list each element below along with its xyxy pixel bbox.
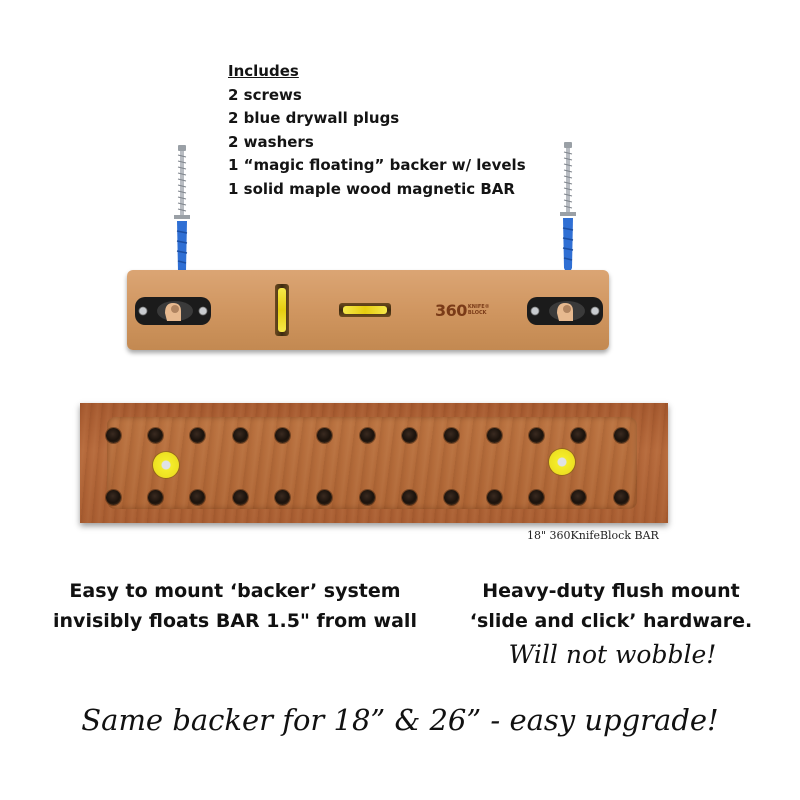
- magnet-hole: [232, 489, 248, 505]
- feature-line: Heavy-duty flush mount: [482, 580, 740, 602]
- screw-plug-right: [560, 142, 576, 276]
- magnet-hole: [571, 489, 587, 505]
- includes-item: 2 screws: [228, 85, 302, 104]
- magnet-hole: [190, 489, 206, 505]
- feature-backer-text: Easy to mount ‘backer’ system invisibly …: [30, 576, 440, 636]
- brand-logo: 360 KNIFE® BLOCK: [435, 300, 490, 320]
- magnet-hole: [528, 489, 544, 505]
- magnet-hole: [147, 427, 163, 443]
- screw-plug-left: [174, 145, 190, 279]
- horizontal-level: [339, 303, 391, 317]
- includes-item: 1 “magic floating” backer w/ levels: [228, 156, 526, 174]
- magnet-hole: [190, 427, 206, 443]
- magnet-hole: [317, 489, 333, 505]
- magnet-hole: [444, 489, 460, 505]
- magnet-hole: [401, 489, 417, 505]
- magnet-hole: [274, 489, 290, 505]
- includes-title: Includes: [228, 62, 299, 80]
- magnet-hole: [486, 489, 502, 505]
- bar-recess: [105, 417, 637, 509]
- magnet-hole: [571, 427, 587, 443]
- magnet-hole: [105, 427, 121, 443]
- magnet-hole: [147, 489, 163, 505]
- feature-hardware-text: Heavy-duty flush mount ‘slide and click’…: [452, 576, 770, 636]
- magnet-hole: [317, 427, 333, 443]
- magnetic-knife-bar: [80, 403, 668, 523]
- feature-line: invisibly floats BAR 1.5" from wall: [53, 610, 417, 632]
- magnet-hole: [613, 427, 629, 443]
- magnet-hole: [528, 427, 544, 443]
- feature-line: Easy to mount ‘backer’ system: [69, 580, 401, 602]
- magnet-hole: [359, 489, 375, 505]
- vertical-level: [275, 284, 289, 336]
- magnet-hole: [105, 489, 121, 505]
- includes-item: 1 solid maple wood magnetic BAR: [228, 179, 515, 198]
- floating-backer: 360 KNIFE® BLOCK: [127, 270, 609, 350]
- mount-bracket-right: [527, 297, 603, 325]
- mount-point: [153, 452, 179, 478]
- includes-item: 2 blue drywall plugs: [228, 109, 400, 127]
- mount-bracket-left: [135, 297, 211, 325]
- no-wobble-script: Will not wobble!: [508, 640, 717, 669]
- tagline-script: Same backer for 18” & 26” - easy upgrade…: [81, 703, 719, 737]
- magnet-hole: [401, 427, 417, 443]
- feature-line: ‘slide and click’ hardware.: [469, 610, 753, 632]
- magnet-hole: [444, 427, 460, 443]
- magnet-hole: [359, 427, 375, 443]
- includes-item: 2 washers: [228, 132, 314, 151]
- magnet-hole: [613, 489, 629, 505]
- magnet-hole: [274, 427, 290, 443]
- magnet-hole: [486, 427, 502, 443]
- magnet-hole: [232, 427, 248, 443]
- bar-caption: 18" 360KnifeBlock BAR: [527, 529, 659, 542]
- mount-point: [549, 449, 575, 475]
- includes-list: Includes 2 screws 2 blue drywall plugs 2…: [228, 60, 526, 201]
